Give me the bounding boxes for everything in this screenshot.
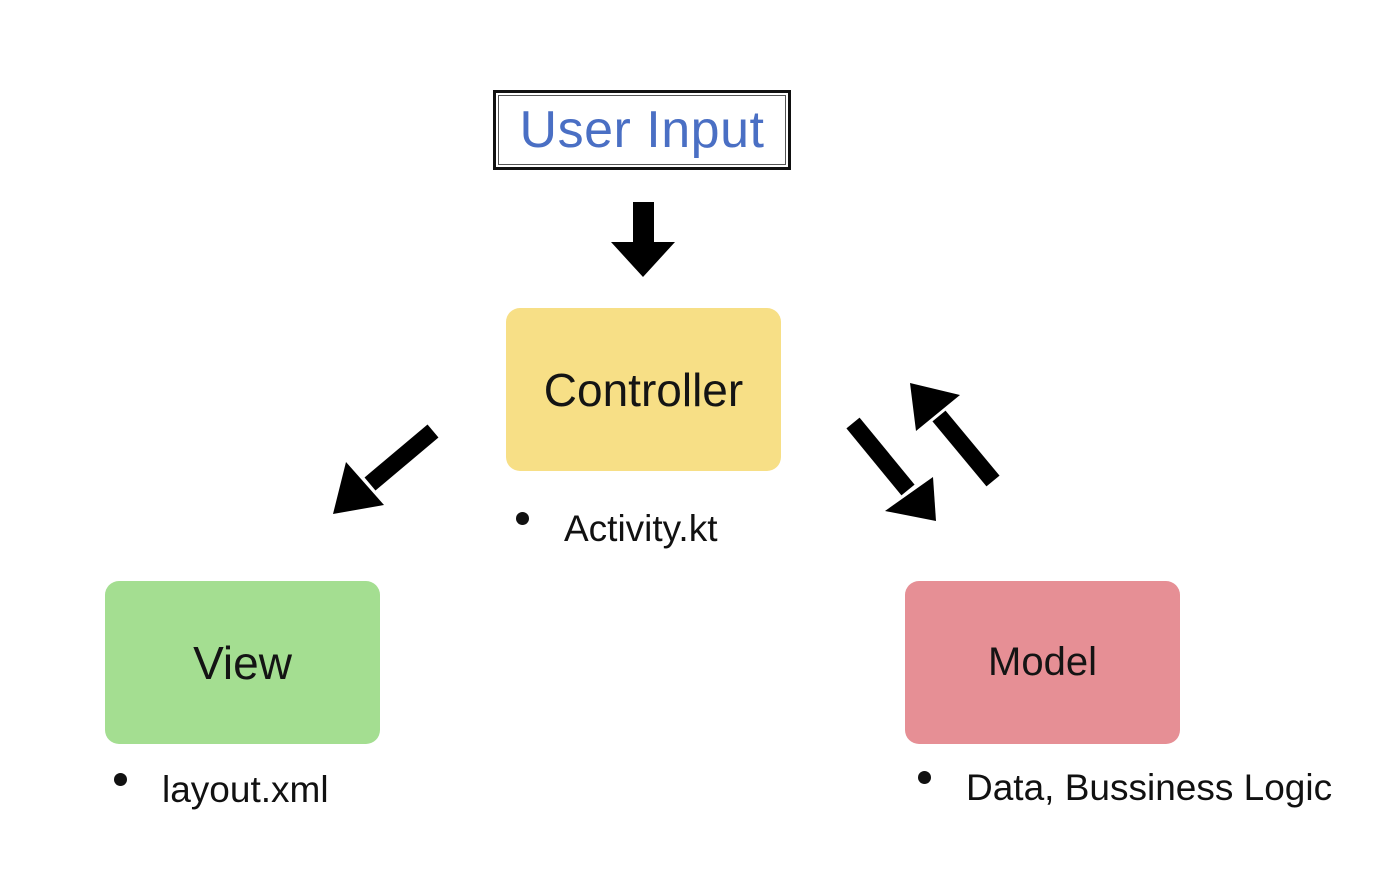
model-box: Model <box>905 581 1180 744</box>
model-note-bullet <box>918 771 931 784</box>
view-box: View <box>105 581 380 744</box>
user-input-label: User Input <box>519 101 765 159</box>
arrow-down-right-icon <box>846 417 936 521</box>
arrow-down-icon <box>611 202 675 277</box>
controller-note-bullet <box>516 512 529 525</box>
controller-note: Activity.kt <box>564 508 718 549</box>
model-note: Data, Bussiness Logic <box>966 767 1333 808</box>
controller-box: Controller <box>506 308 781 471</box>
user-input-box: User Input <box>493 90 791 170</box>
arrow-down-left-icon <box>333 424 439 514</box>
controller-label: Controller <box>543 363 744 416</box>
view-label: View <box>193 636 292 689</box>
view-note: layout.xml <box>162 769 329 810</box>
model-label: Model <box>988 640 1097 684</box>
arrow-up-left-icon <box>910 383 1000 487</box>
view-note-bullet <box>114 773 127 786</box>
